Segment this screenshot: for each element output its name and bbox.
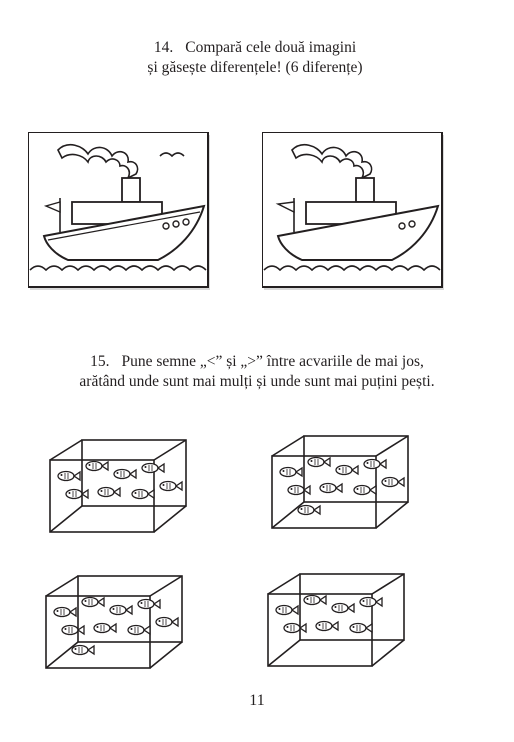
fish-icon [53, 606, 77, 618]
exercise-14-line-1: 14. Compară cele două imagini [80, 38, 430, 58]
aquarium-edge [267, 573, 301, 595]
aquarium-edge [153, 505, 187, 533]
aquarium-top-right [266, 432, 416, 532]
aquarium-back-face [81, 439, 187, 507]
exercise-15-number: 15. [90, 353, 110, 370]
fish-icon [335, 464, 359, 476]
aquarium-bottom-left [40, 572, 190, 672]
aquarium-edge [375, 501, 409, 529]
fish-icon [113, 468, 137, 480]
exercise-15-text-2: arătând unde sunt mai mulți și unde sunt… [79, 373, 435, 390]
fish-icon [127, 624, 151, 636]
aquarium-edge [45, 641, 79, 669]
fish-icon [131, 488, 155, 500]
exercise-15-line-1: 15. Pune semne „<” și „>” între acvariile… [20, 352, 494, 372]
fish-icon [97, 486, 121, 498]
fish-icon [81, 596, 105, 608]
fish-icon [287, 484, 311, 496]
ship-picture-right [262, 132, 452, 297]
fish-icon [61, 624, 85, 636]
exercise-15-text-1: Pune semne „<” și „>” între acvariile de… [121, 353, 424, 370]
fish-icon [381, 476, 405, 488]
fish-icon [71, 644, 95, 656]
fish-icon [141, 462, 165, 474]
fish-icon [57, 470, 81, 482]
aquarium-edge [371, 639, 405, 667]
page-number: 11 [249, 692, 265, 709]
fish-icon [353, 484, 377, 496]
fish-icon [315, 620, 339, 632]
aquarium-edge [49, 439, 83, 461]
fish-icon [85, 460, 109, 472]
fish-icon [349, 622, 373, 634]
fish-icon [93, 622, 117, 634]
aquarium-back-face [77, 575, 183, 643]
fish-icon [307, 456, 331, 468]
aquarium-back-face [303, 435, 409, 503]
exercise-14-text-2: și găsește diferențele! (6 diferențe) [147, 59, 363, 76]
fish-icon [303, 594, 327, 606]
exercise-14-instructions: 14. Compară cele două imagini și găsește … [80, 38, 430, 78]
ship-picture-left [28, 132, 218, 297]
fish-icon [331, 602, 355, 614]
aquarium-edge [153, 439, 187, 461]
fish-icon [363, 458, 387, 470]
aquarium-edge [149, 575, 183, 597]
aquarium-edge [271, 435, 305, 457]
aquarium-edge [49, 505, 83, 533]
aquarium-edge [149, 641, 183, 669]
aquarium-back-face [299, 573, 405, 641]
aquarium-bottom-right [262, 570, 412, 670]
fish-icon [297, 504, 321, 516]
exercise-14-text-1: Compară cele două imagini [185, 39, 357, 56]
aquarium-edge [375, 435, 409, 457]
aquarium-edge [271, 501, 305, 529]
fish-icon [275, 604, 299, 616]
fish-icon [279, 466, 303, 478]
fish-icon [283, 622, 307, 634]
exercise-14-number: 14. [153, 39, 174, 56]
fish-icon [137, 598, 161, 610]
fish-icon [319, 482, 343, 494]
exercise-15-instructions: 15. Pune semne „<” și „>” între acvariile… [20, 352, 494, 392]
fish-icon [159, 480, 183, 492]
fish-icon [359, 596, 383, 608]
aquarium-edge [267, 639, 301, 667]
aquarium-edge [371, 573, 405, 595]
aquarium-edge [45, 575, 79, 597]
fish-icon [65, 488, 89, 500]
fish-icon [155, 616, 179, 628]
aquarium-top-left [44, 436, 194, 536]
fish-icon [109, 604, 133, 616]
